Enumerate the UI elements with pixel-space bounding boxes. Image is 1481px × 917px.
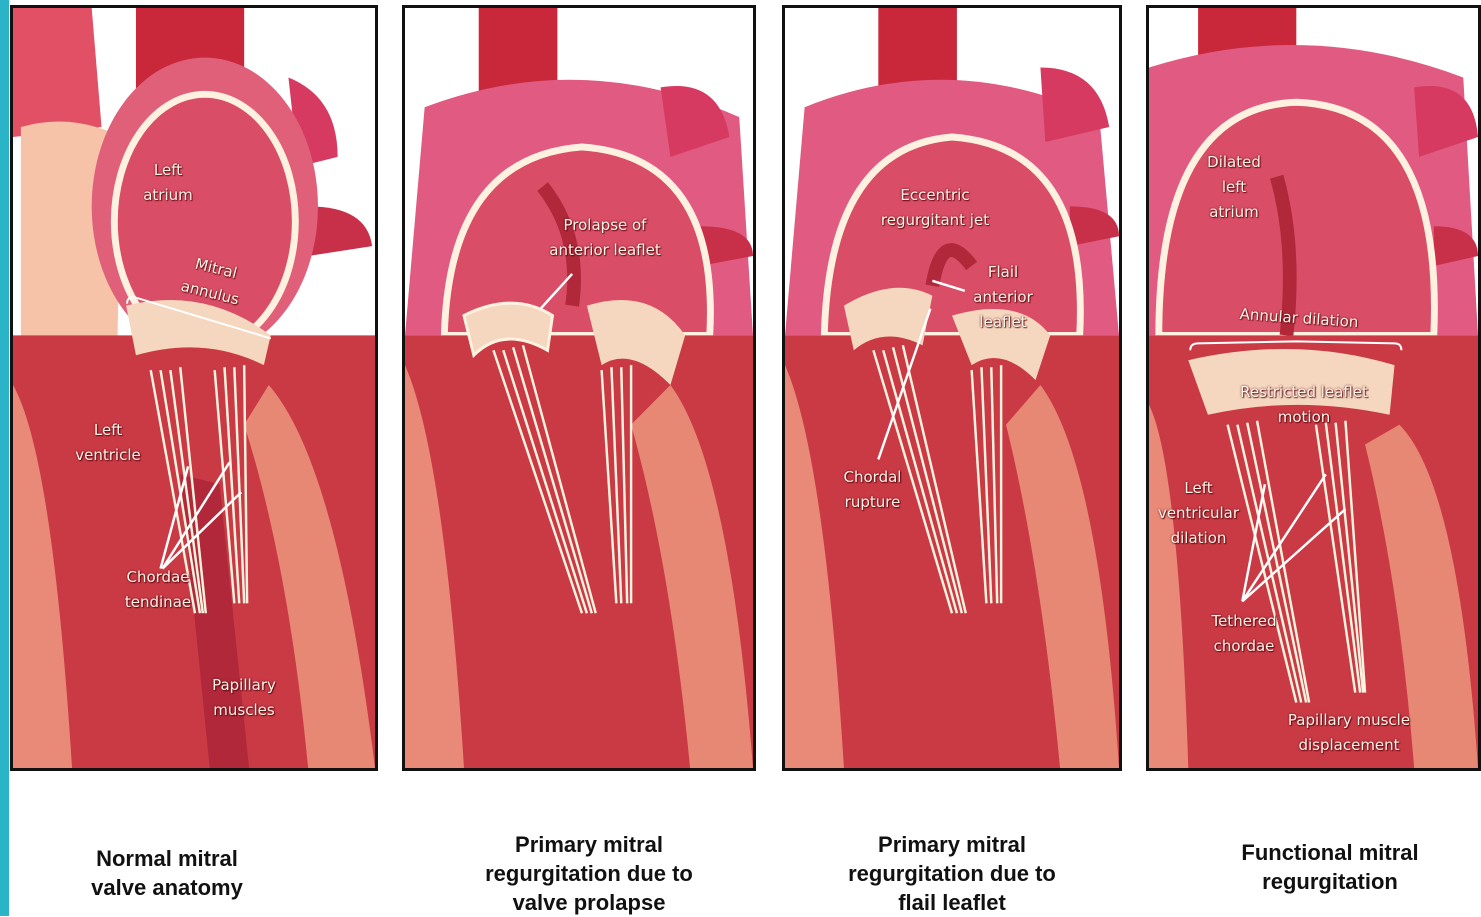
caption-valve-prolapse: Primary mitral regurgitation due to valv… [429,830,749,917]
label-left-ventricular-dilation: Left ventricular dilation [1151,476,1246,551]
label-flail-anterior-leaflet: Flail anterior leaflet [963,260,1043,335]
label-left-atrium: Left atrium [128,158,208,208]
label-prolapse-anterior-leaflet: Prolapse of anterior leaflet [525,213,685,263]
label-restricted-leaflet-motion: Restricted leaflet motion [1224,380,1384,430]
label-chordae-tendinae: Chordae tendinae [113,565,203,615]
label-chordal-rupture: Chordal rupture [830,465,915,515]
accent-bar [0,0,9,916]
illustration-flail-heart [785,8,1119,768]
panel-flail-leaflet: Eccentric regurgitant jet Flail anterior… [782,5,1122,771]
illustration-prolapse-heart [405,8,753,768]
panel-normal-anatomy: Left atrium Mitral annulus Left ventricl… [10,5,378,771]
label-eccentric-regurgitant-jet: Eccentric regurgitant jet [860,183,1010,233]
caption-functional-mr: Functional mitral regurgitation [1170,838,1481,896]
label-left-ventricle: Left ventricle [63,418,153,468]
panel-valve-prolapse: Prolapse of anterior leaflet [402,5,756,771]
label-papillary-muscle-displacement: Papillary muscle displacement [1269,708,1429,758]
label-tethered-chordae: Tethered chordae [1199,609,1289,659]
caption-flail-leaflet: Primary mitral regurgitation due to flai… [792,830,1112,917]
label-dilated-left-atrium: Dilated left atrium [1194,150,1274,225]
caption-normal-anatomy: Normal mitral valve anatomy [7,844,327,902]
label-papillary-muscles: Papillary muscles [199,673,289,723]
illustration-normal-heart [13,8,375,768]
panel-functional-mr: Dilated left atrium Annular dilation Res… [1146,5,1481,771]
